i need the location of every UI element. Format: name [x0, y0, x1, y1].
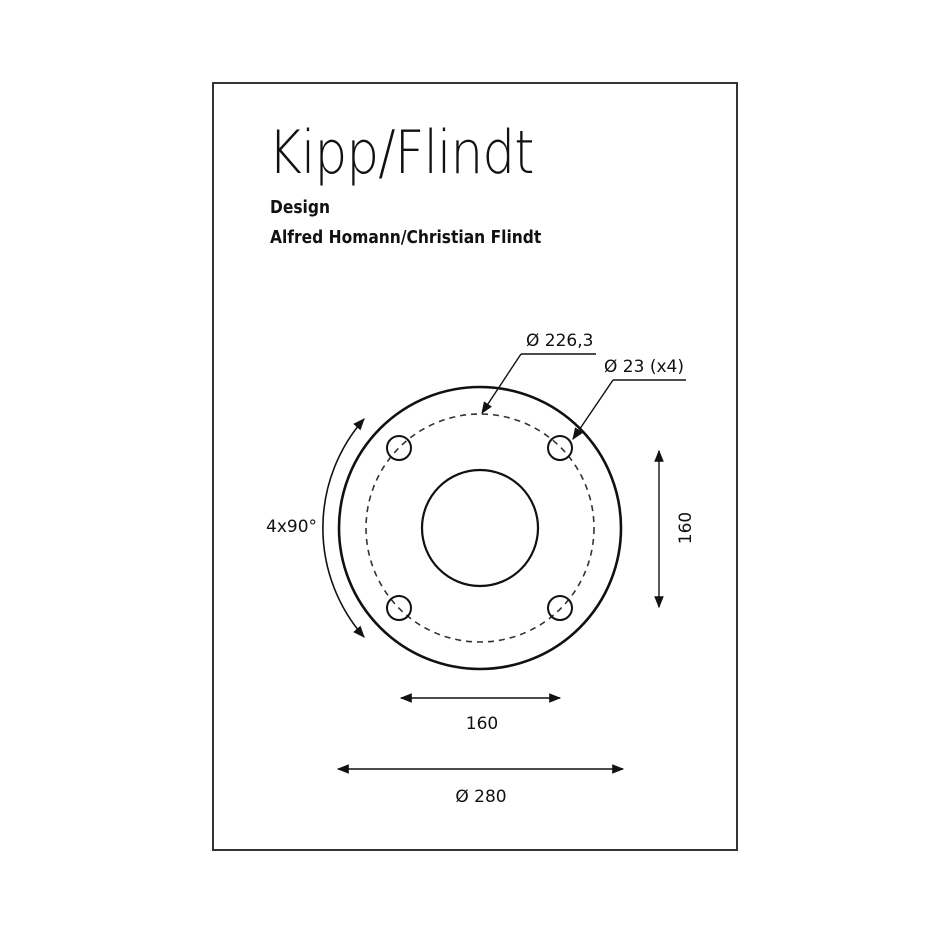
drawing-sheet-border	[212, 82, 738, 851]
outer-plate-circle	[337, 385, 623, 671]
vertical-spacing-label: 160	[676, 512, 696, 544]
bolt-hole-bottom-right	[547, 595, 573, 621]
bolt-hole-bottom-left	[386, 595, 412, 621]
bolt-circle-leader	[481, 353, 596, 415]
bolt-holes	[386, 435, 573, 621]
bolt-circle-dashed	[365, 413, 595, 643]
designer-names: Alfred Homann/Christian Flindt	[270, 227, 542, 248]
product-title: Kipp/Flindt	[268, 118, 535, 188]
angular-spacing-label: 4x90°	[266, 517, 317, 537]
hole-diameter-leader	[572, 379, 686, 440]
hole-diameter-label: Ø 23 (x4)	[604, 357, 684, 377]
design-label: Design	[270, 197, 330, 218]
center-hole-circle	[420, 468, 540, 588]
bolt-hole-top-right	[547, 435, 573, 461]
bolt-hole-top-left	[386, 435, 412, 461]
bolt-circle-diameter-label: Ø 226,3	[526, 331, 593, 351]
angular-spacing-arc	[322, 418, 365, 638]
outer-diameter-label: Ø 280	[455, 787, 506, 807]
horizontal-spacing-label: 160	[466, 714, 498, 734]
